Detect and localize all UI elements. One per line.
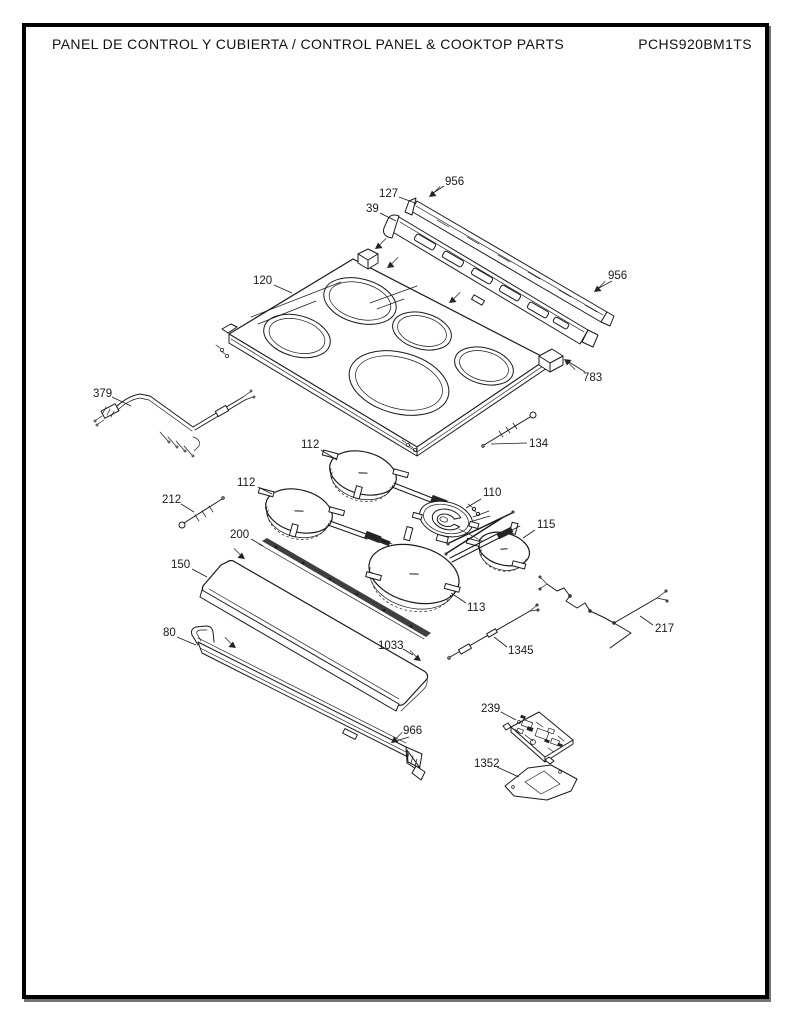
svg-text:127: 127: [379, 188, 398, 200]
svg-text:956: 956: [608, 270, 627, 282]
callout-80: 80: [163, 627, 197, 646]
callout-217: 217: [639, 615, 674, 635]
lower-trim-80: [191, 625, 426, 781]
callout-212: 212: [162, 494, 195, 513]
burner-element-113: [365, 525, 521, 613]
callout-783: 783: [568, 361, 602, 384]
element-lead-wires: [444, 510, 515, 556]
svg-text:110: 110: [483, 487, 501, 499]
burner-element-112-left: [257, 487, 393, 547]
control-board-239: [502, 711, 574, 765]
svg-text:120: 120: [253, 275, 272, 287]
callout-379: 379: [93, 388, 132, 407]
callout-115: 115: [522, 519, 555, 539]
page-title: PANEL DE CONTROL Y CUBIERTA / CONTROL PA…: [52, 36, 565, 52]
svg-text:150: 150: [171, 559, 190, 571]
wire-1345: [447, 603, 540, 660]
cover-plate-1352: [504, 764, 578, 801]
screw-212: [178, 496, 225, 529]
svg-text:113: 113: [467, 602, 485, 614]
callouts: 956 127 39 956 120 783 379 134 112 112 1…: [93, 176, 674, 778]
callout-127: 127: [379, 188, 416, 204]
svg-text:212: 212: [162, 494, 181, 506]
svg-text:956: 956: [445, 176, 464, 188]
callout-110: 110: [465, 487, 501, 509]
svg-text:783: 783: [583, 372, 602, 384]
svg-text:200: 200: [230, 529, 249, 541]
control-panel-glass-150: [199, 559, 429, 712]
screw-134: [481, 411, 537, 448]
burner-element-115: [458, 521, 531, 572]
callout-112-top: 112: [301, 439, 338, 461]
callout-150: 150: [171, 559, 208, 578]
svg-text:239: 239: [481, 703, 500, 715]
callout-1352: 1352: [474, 758, 520, 778]
svg-text:1352: 1352: [474, 758, 500, 770]
callout-134: 134: [490, 438, 549, 450]
callout-1345: 1345: [493, 636, 534, 657]
svg-text:39: 39: [366, 203, 379, 215]
model-number: PCHS920BM1TS: [638, 36, 752, 52]
svg-text:134: 134: [529, 438, 549, 450]
trim-strip-200: [258, 538, 431, 640]
callout-112-left: 112: [237, 477, 273, 495]
cooktop-glass-120: [215, 248, 564, 457]
callout-113: 113: [450, 592, 485, 614]
svg-text:1033: 1033: [378, 640, 404, 652]
callout-200: 200: [230, 529, 264, 547]
callout-239: 239: [481, 703, 517, 721]
callout-1033: 1033: [378, 640, 414, 656]
harness-217: [538, 575, 669, 649]
svg-text:112: 112: [301, 439, 319, 451]
control-rail-39: [383, 214, 599, 348]
callout-956-top: 956: [432, 176, 464, 194]
svg-text:217: 217: [655, 623, 674, 635]
svg-text:80: 80: [163, 627, 176, 639]
page-border: [22, 23, 769, 999]
svg-text:966: 966: [403, 725, 422, 737]
warmer-element-110: [411, 500, 491, 544]
svg-text:112: 112: [237, 477, 255, 489]
position-arrows: [224, 186, 606, 744]
svg-text:1345: 1345: [508, 645, 534, 657]
callout-39: 39: [366, 203, 397, 222]
callout-956-right: 956: [598, 270, 627, 289]
callout-120: 120: [253, 275, 293, 294]
svg-text:115: 115: [537, 519, 555, 531]
corner-cap-783: [538, 348, 564, 373]
wire-harness-379: [93, 389, 256, 458]
svg-text:379: 379: [93, 388, 112, 400]
callout-966: 966: [395, 725, 422, 742]
